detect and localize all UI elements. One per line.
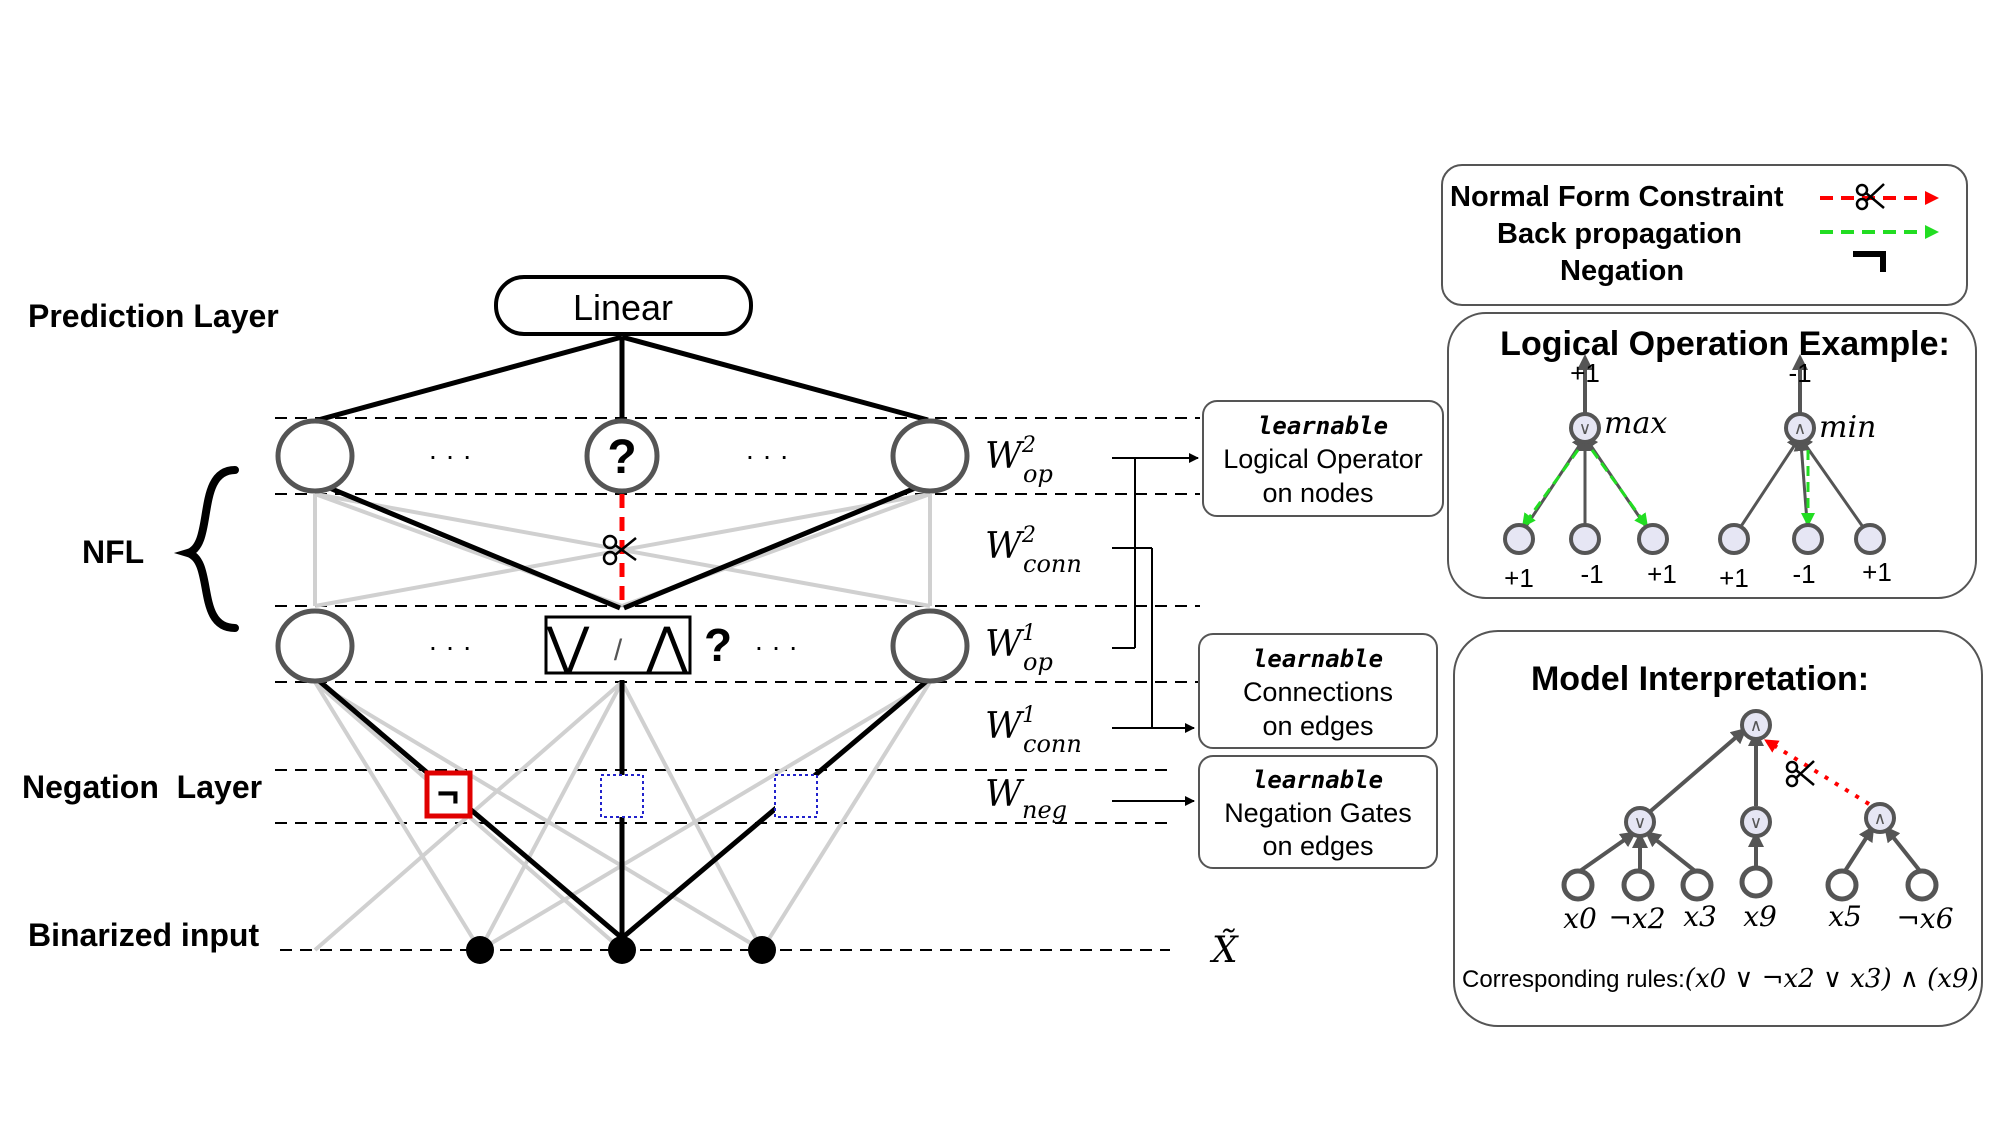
layer1-node-right: [890, 608, 970, 684]
legend-nfc-label: Normal Form Constraint: [1450, 181, 1784, 213]
input-node-3: [748, 936, 776, 964]
label-nfl: NFL: [82, 534, 144, 570]
layer1-ellipsis-right: · · ·: [754, 631, 798, 662]
logic-right-func: min: [1819, 410, 1876, 445]
interpretation-title: Model Interpretation:: [1531, 660, 1869, 698]
operator-question: ?: [704, 619, 732, 671]
layer1-node-left: [275, 608, 355, 684]
logic-left-top: +1: [1570, 358, 1600, 388]
layer2-node-question: ?: [607, 431, 636, 484]
label-prediction-layer: Prediction Layer: [28, 298, 279, 334]
operator-box-line2: on nodes: [1262, 478, 1373, 508]
interp-mid-op-2: ∨: [1750, 813, 1762, 832]
interp-leaf-5: x5: [1828, 900, 1862, 933]
or-operator: ⋁: [546, 618, 590, 676]
legend-negation-glyph: [1853, 251, 1886, 272]
operator-box: learnable Logical Operator on nodes: [1202, 400, 1444, 517]
interp-leaf-1: x0: [1563, 902, 1597, 935]
connector-lines: [1112, 453, 1199, 806]
connections-box-tag: learnable: [1253, 645, 1383, 673]
negation-gate-active: [424, 770, 473, 819]
logic-left-leaf-2: -1: [1580, 559, 1603, 589]
operator-slash: /: [614, 634, 623, 667]
logic-right-top: -1: [1788, 358, 1811, 388]
negation-gate-inactive-2: [774, 774, 818, 818]
negation-box: learnable Negation Gates on edges: [1198, 755, 1438, 869]
interp-leaf-3: x3: [1683, 900, 1717, 933]
layer2-node-right: [890, 418, 970, 494]
operator-box-tag: learnable: [1258, 412, 1388, 440]
label-negation-layer: Negation Layer: [22, 769, 262, 805]
legend-bp-label: Back propagation: [1497, 218, 1742, 250]
legend-scissors-icon: [1855, 183, 1885, 211]
interp-mid-op-3: ∧: [1874, 809, 1886, 828]
interp-mid-op-1: ∨: [1634, 813, 1646, 832]
negation-box-line2: on edges: [1262, 831, 1373, 861]
interp-rules: (x0 ∨ ¬x2 ∨ x3) ∧ (x9): [1685, 964, 1979, 994]
weight-input: X̃: [1209, 929, 1239, 971]
scissors-icon: [602, 534, 637, 566]
linear-node: [494, 275, 753, 336]
interpretation-scissors-icon: [1785, 760, 1815, 788]
layer2-ellipsis-left: · · ·: [428, 440, 472, 471]
nfl-brace: [174, 466, 239, 632]
legend-neg-label: Negation: [1560, 255, 1684, 287]
logic-left-op: ∨: [1579, 419, 1591, 438]
dashed-layer-lines: [275, 417, 1200, 951]
interp-rules-prefix: Corresponding rules:: [1462, 966, 1685, 993]
layer2-ellipsis-right: · · ·: [745, 440, 789, 471]
connections-box: learnable Connections on edges: [1198, 633, 1438, 749]
input-node-1: [466, 936, 494, 964]
logic-right-leaf-1: +1: [1719, 563, 1749, 593]
interp-root-op: ∧: [1750, 716, 1762, 735]
layer2-node-middle: [584, 418, 660, 494]
negation-gate-inactive-1: [600, 774, 644, 818]
logic-right-op: ∧: [1794, 419, 1806, 438]
logic-left-func: max: [1604, 406, 1667, 441]
connections-box-line2: on edges: [1262, 711, 1373, 741]
logic-left-leaf-3: +1: [1647, 559, 1677, 589]
interp-rules-line: Corresponding rules:(x0 ∨ ¬x2 ∨ x3) ∧ (x…: [1462, 964, 1979, 994]
logic-left-leaf-1: +1: [1504, 563, 1534, 593]
linear-node-label: Linear: [573, 287, 673, 328]
negation-gate-symbol: ¬: [437, 773, 459, 815]
weight-neg: Wneg: [985, 774, 1067, 824]
interp-leaf-2: ¬x2: [1608, 902, 1665, 935]
interp-leaf-4: x9: [1743, 900, 1777, 933]
operator-box-line1: Logical Operator: [1223, 444, 1423, 474]
label-binarized-input: Binarized input: [28, 917, 259, 953]
logic-right-leaf-2: -1: [1792, 559, 1815, 589]
legend-box: Normal Form Constraint Back propagation …: [1441, 164, 1968, 306]
layer2-node-left: [275, 418, 355, 494]
negation-box-tag: learnable: [1253, 766, 1383, 794]
logic-right-leaf-3: +1: [1862, 557, 1892, 587]
logic-example-title: Logical Operation Example:: [1500, 325, 1950, 363]
input-node-2: [608, 936, 636, 964]
negation-box-line1: Negation Gates: [1224, 798, 1412, 828]
interpretation-box: Model Interpretation: ∧ ∨ ∨ ∧: [1453, 630, 1983, 1027]
logic-example-box: Logical Operation Example: +1 ∨ max +1 -…: [1447, 312, 1977, 599]
and-operator: ⋀: [645, 618, 689, 676]
interp-leaf-6: ¬x6: [1896, 902, 1953, 935]
connections-box-line1: Connections: [1243, 677, 1393, 707]
operator-choice-box: [544, 615, 692, 675]
layer1-ellipsis-left: · · ·: [428, 631, 472, 662]
